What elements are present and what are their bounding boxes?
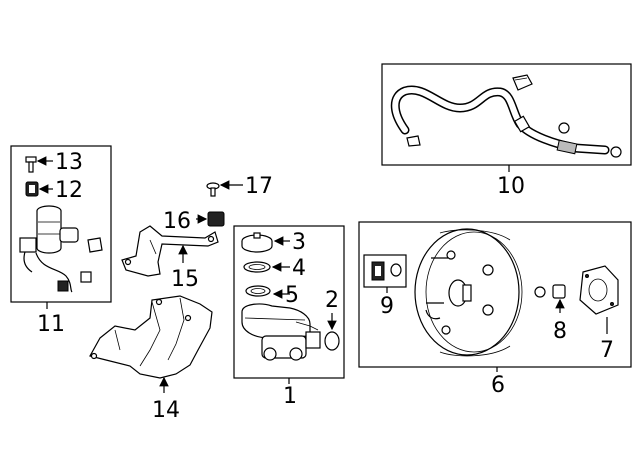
grommet-part-12: [25, 181, 39, 197]
callout-15: 15: [171, 267, 199, 292]
vacuum-hose-group: 10: [381, 63, 632, 199]
callout-2: 2: [325, 288, 339, 313]
filter-part-5: [245, 285, 271, 297]
brake-booster-box: [358, 221, 632, 368]
reservoir-cap-part-3: [241, 232, 273, 253]
callout-11: 11: [37, 312, 65, 337]
callout-13: 13: [55, 150, 83, 175]
vacuum-pump-box: [10, 145, 112, 303]
callout-1: 1: [283, 384, 297, 409]
bolt-part-17: [206, 182, 220, 197]
brake-booster-part: [414, 228, 523, 357]
callout-17: 17: [245, 174, 273, 199]
screw-part-13: [25, 156, 37, 173]
brake-booster-group: 9 8 7 6: [358, 221, 632, 398]
callout-14: 14: [152, 398, 180, 423]
callout-7: 7: [600, 338, 614, 363]
bracket-part-15: [121, 225, 219, 277]
seal-part-4: [243, 261, 271, 273]
callout-3: 3: [292, 230, 306, 255]
master-cylinder-part: [241, 303, 321, 361]
vacuum-hose-box: [381, 63, 632, 166]
callout-16: 16: [163, 209, 191, 234]
callout-10: 10: [497, 174, 525, 199]
callout-9: 9: [380, 294, 394, 319]
vacuum-pump-part: [19, 205, 103, 293]
o-ring-part-2: [324, 331, 340, 351]
master-cylinder-group: 3 4 5 2 1: [233, 225, 345, 409]
check-valve-part-9: [363, 254, 407, 288]
gasket-part-7: [579, 265, 619, 315]
callout-4: 4: [292, 256, 306, 281]
callout-6: 6: [491, 373, 505, 398]
callout-12: 12: [55, 178, 83, 203]
vacuum-hose-part: [390, 74, 622, 158]
mount-part-16: [207, 211, 225, 227]
callout-8: 8: [553, 319, 567, 344]
vacuum-pump-group: 13 12 11: [10, 145, 112, 337]
nut-part-8: [534, 284, 566, 299]
bracket-part-14: [89, 295, 213, 379]
callout-5: 5: [285, 283, 299, 308]
